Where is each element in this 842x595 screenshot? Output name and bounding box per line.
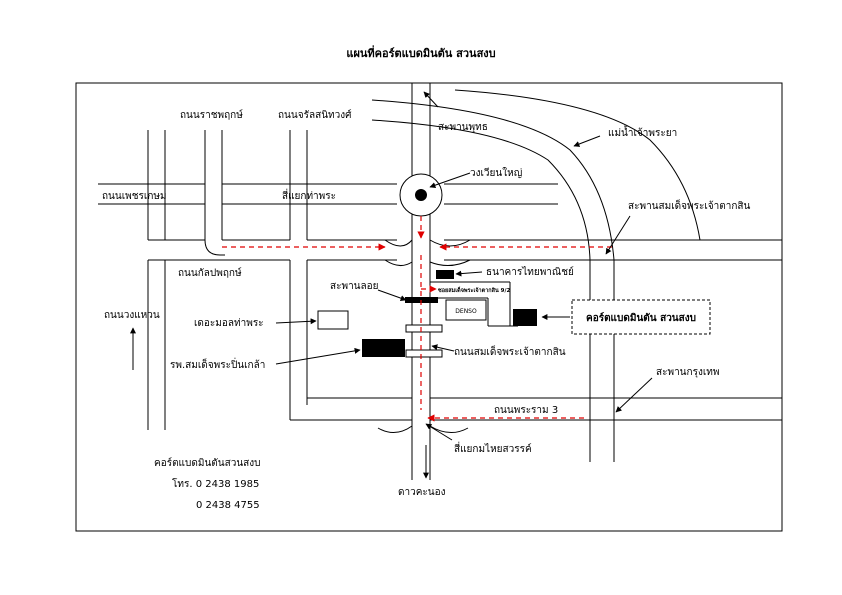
map-title: แผนที่คอร์ตแบดมินตัน สวนสงบ — [346, 47, 496, 60]
label-soi: ซอยสมเด็จพระเจ้าตากสิน 9/2 — [438, 286, 510, 294]
denso-label: DENSO — [455, 308, 477, 315]
label-floating-bridge: สะพานลอย — [330, 281, 379, 292]
label-bridge-krungthep: สะพานกรุงเทพ — [656, 367, 719, 378]
label-wongwaen: ถนนวงแหวน — [104, 310, 160, 321]
crossing-2 — [405, 349, 443, 358]
contact-phone-1: โทร. 0 2438 1985 — [172, 477, 259, 490]
label-rama3: ถนนพระราม 3 — [494, 405, 558, 416]
label-dao-khanong: ดาวคะนอง — [398, 487, 446, 498]
road-network — [98, 83, 782, 480]
label-charan: ถนนจรัลสนิทวงศ์ — [278, 109, 352, 121]
court-label: คอร์ตแบดมินตัน สวนสงบ — [586, 312, 696, 324]
map-frame — [75, 82, 783, 532]
label-rajapruek: ถนนราชพฤกษ์ — [180, 109, 243, 121]
label-bridge-taksin: สะพานสมเด็จพระเจ้าตากสิน — [628, 198, 750, 212]
label-mall: เดอะมอลท่าพระ — [194, 318, 264, 329]
contact-phone-2: 0 2438 4755 — [196, 500, 260, 511]
mall-box — [317, 310, 349, 330]
hospital-marker — [362, 339, 405, 357]
label-kalapaphruek: ถนนกัลปพฤกษ์ — [178, 267, 242, 279]
denso-box — [445, 299, 487, 321]
label-river: แม่น้ำเจ้าพระยา — [608, 125, 677, 139]
label-phetkasem: ถนนเพชรเกษม — [102, 191, 167, 202]
label-hospital: รพ.สมเด็จพระปิ่นเกล้า — [170, 357, 265, 371]
label-bank: ธนาคารไทยพาณิชย์ — [486, 266, 574, 278]
label-taksin-road: ถนนสมเด็จพระเจ้าตากสิน — [454, 344, 566, 358]
label-tha-phra: สี่แยกท่าพระ — [282, 188, 336, 202]
label-roundabout: วงเวียนใหญ่ — [470, 167, 522, 179]
court-marker — [513, 309, 537, 326]
crossing-1 — [405, 324, 443, 333]
label-thai-sawan: สี่แยกมไหยสวรรค์ — [454, 441, 532, 455]
bank-marker — [436, 270, 454, 279]
court-box — [571, 299, 711, 335]
contact-name: คอร์ตแบดมินตันสวนสงบ — [154, 457, 261, 469]
route — [222, 216, 612, 422]
label-bridge-phut: สะพานพุทธ — [438, 122, 488, 133]
roundabout-center — [415, 189, 427, 201]
